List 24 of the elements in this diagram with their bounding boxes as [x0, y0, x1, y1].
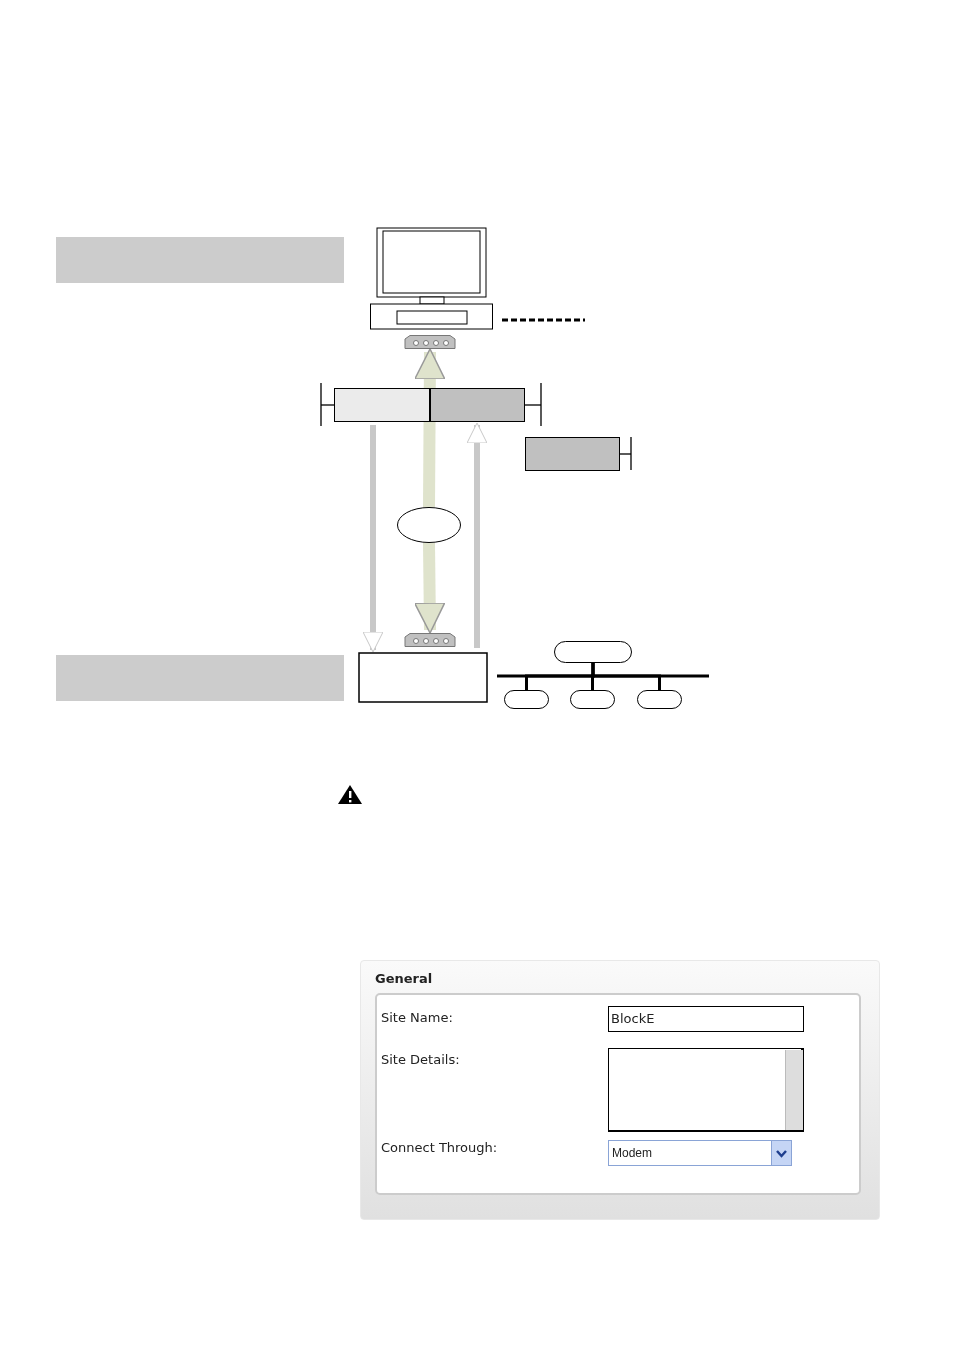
- heading: General: [375, 971, 433, 986]
- dropdown: Modem: [608, 1140, 792, 1166]
- device-box: [404, 335, 456, 349]
- field-label: Site Details:: [381, 1052, 460, 1067]
- connector-line: [591, 663, 661, 690]
- band-box: [334, 388, 430, 422]
- device-box: [404, 633, 456, 647]
- rounded-node: [637, 690, 682, 709]
- heading-band: [56, 655, 344, 701]
- band-box: [430, 388, 525, 422]
- field-label: Connect Through:: [381, 1140, 498, 1155]
- rounded-node: [504, 690, 549, 709]
- band-box: [525, 437, 620, 471]
- rounded-node: [570, 690, 615, 709]
- device-box: [358, 652, 488, 703]
- rounded-node: [554, 641, 632, 663]
- arrow: [466, 422, 488, 648]
- heading-band: [56, 237, 344, 283]
- computer-drawing: [370, 227, 493, 330]
- field-label: Site Name:: [381, 1010, 453, 1025]
- network-ellipse: [397, 507, 461, 543]
- arrow: [362, 425, 384, 653]
- input-field: BlockE: [608, 1006, 804, 1032]
- arrow: [413, 542, 446, 634]
